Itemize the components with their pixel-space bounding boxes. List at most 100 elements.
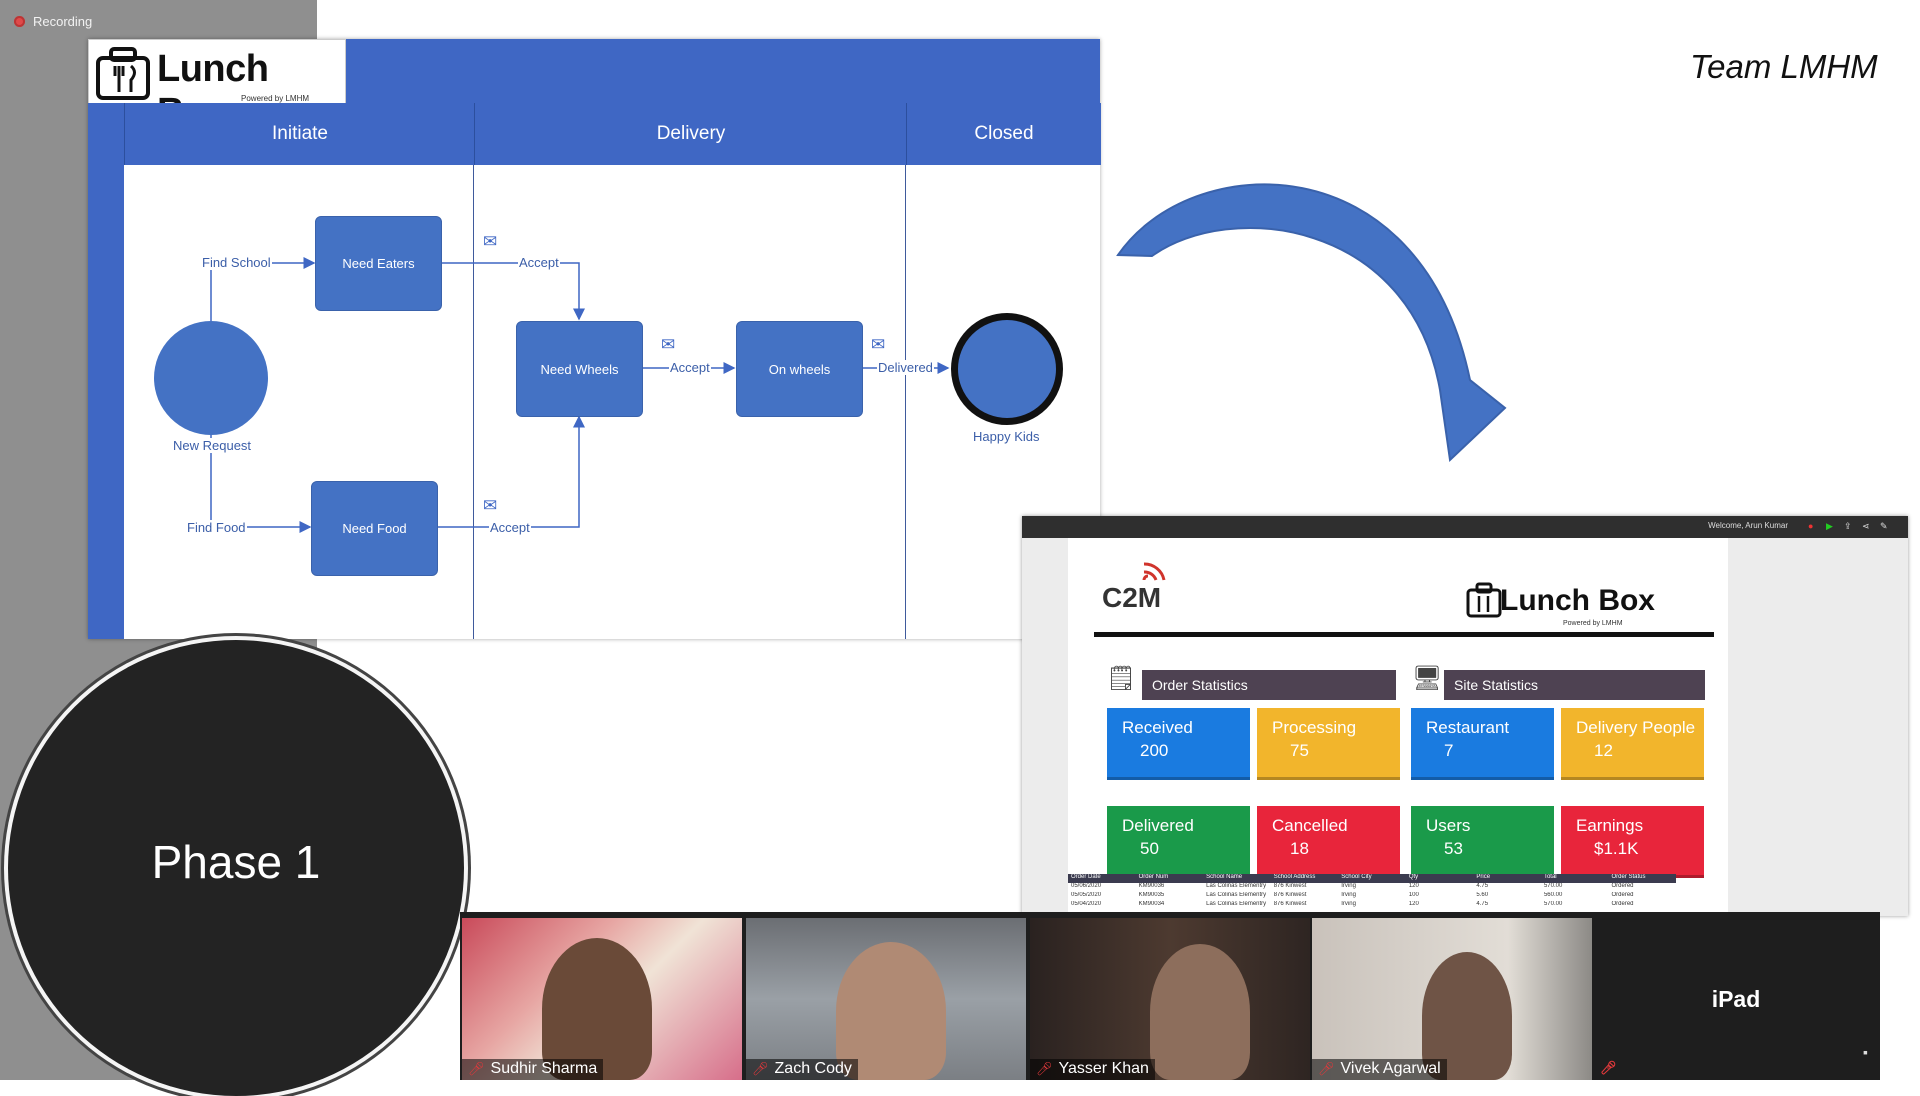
- participant-name-tag: 🎤︎ Zach Cody: [746, 1059, 858, 1080]
- start-event-circle: [154, 321, 268, 435]
- table-cell: 560.00: [1543, 892, 1563, 898]
- flow-label-accept-bottom: Accept: [489, 520, 531, 535]
- recording-label: Recording: [33, 14, 93, 29]
- flow-label-accept-mid: Accept: [669, 360, 711, 375]
- column-header[interactable]: Qty: [1408, 874, 1419, 880]
- recording-dot-icon: [14, 16, 25, 27]
- tile-value: 12: [1594, 741, 1613, 760]
- column-header[interactable]: School Address: [1273, 874, 1316, 880]
- table-cell: 05/05/2020: [1071, 892, 1102, 898]
- column-header[interactable]: Order Status: [1611, 874, 1646, 880]
- table-cell: 05/06/2020: [1071, 883, 1102, 889]
- tile-earnings[interactable]: Earnings$1.1K: [1561, 806, 1704, 878]
- share-icon[interactable]: ⋖: [1862, 521, 1870, 531]
- envelope-icon: ✉: [661, 335, 676, 354]
- envelope-icon: ✉: [483, 496, 498, 515]
- table-row[interactable]: 05/06/2020 KM90036 Las Colinas Elementry 87…: [1068, 883, 1676, 892]
- participant-name: Vivek Agarwal: [1340, 1060, 1441, 1077]
- dashboard-page: C2M Lunch Box Powered by LMHM 🗒 Order St…: [1068, 538, 1728, 916]
- table-header-row: Order Date Order Num School Name School …: [1068, 874, 1676, 883]
- export-icon[interactable]: ⇪: [1844, 521, 1852, 531]
- column-header[interactable]: Total: [1543, 874, 1557, 880]
- tile-label: Processing: [1272, 718, 1357, 737]
- participant-tile[interactable]: 🎤︎ Sudhir Sharma: [462, 918, 742, 1080]
- mic-muted-icon: 🎤︎: [468, 1061, 485, 1076]
- tile-label: Cancelled: [1272, 816, 1348, 835]
- table-cell: 570.00: [1543, 901, 1563, 907]
- column-header[interactable]: Order Num: [1138, 874, 1169, 880]
- column-header[interactable]: School Name: [1206, 874, 1243, 880]
- participant-tile[interactable]: 🎤︎ Vivek Agarwal: [1312, 918, 1592, 1080]
- end-event-label: Happy Kids: [972, 429, 1041, 444]
- tile-label: Earnings: [1576, 816, 1644, 835]
- diagram-logo: Lunch Box Powered by LMHM: [88, 39, 346, 133]
- flow-label-delivered: Delivered: [877, 360, 934, 375]
- table-cell: 100: [1408, 892, 1419, 898]
- mic-muted-icon: 🎤︎: [1036, 1061, 1053, 1076]
- lane-header-initiate: Initiate: [124, 103, 475, 165]
- flow-label-find-school: Find School: [201, 255, 272, 270]
- column-header[interactable]: Price: [1476, 874, 1491, 880]
- site-statistics-header: Site Statistics: [1444, 670, 1705, 700]
- table-cell: 876 Kinwest: [1273, 883, 1307, 889]
- tile-value: 18: [1290, 839, 1309, 858]
- tile-value: 75: [1290, 741, 1309, 760]
- table-cell: KM90034: [1138, 901, 1165, 907]
- participant-name-tag: 🎤︎ Sudhir Sharma: [462, 1059, 604, 1080]
- start-event-label: New Request: [172, 438, 253, 453]
- participant-avatar: [542, 938, 652, 1080]
- mic-muted-icon: 🎤︎: [752, 1061, 769, 1076]
- table-cell: 5.60: [1476, 892, 1489, 898]
- tile-processing[interactable]: Processing 75: [1257, 708, 1400, 780]
- wifi-signal-icon: [1142, 562, 1166, 581]
- edit-icon[interactable]: ✎: [1880, 521, 1888, 531]
- envelope-icon: ✉: [483, 232, 498, 251]
- tile-delivery-people[interactable]: Delivery People 12: [1561, 708, 1704, 780]
- lane-divider: [905, 165, 906, 639]
- table-cell: 120: [1408, 883, 1419, 889]
- lane-side-bar: [88, 103, 124, 639]
- column-header[interactable]: Order Date: [1071, 874, 1101, 880]
- mic-muted-icon: 🎤︎: [1318, 1061, 1335, 1076]
- participant-name-tag: 🎤︎ Yasser Khan: [1030, 1059, 1155, 1080]
- participant-tile[interactable]: 🎤︎ Yasser Khan: [1030, 918, 1310, 1080]
- table-cell: Las Colinas Elementry: [1206, 901, 1267, 907]
- order-statistics-header: Order Statistics: [1142, 670, 1396, 700]
- dashboard-logo-title: Lunch Box: [1500, 584, 1655, 617]
- column-header[interactable]: School City: [1341, 874, 1372, 880]
- diagram-logo-subtitle: Powered by LMHM: [241, 94, 310, 103]
- table-cell: 120: [1408, 901, 1419, 907]
- flow-label-accept-top: Accept: [518, 255, 560, 270]
- process-on-wheels: On wheels: [736, 321, 863, 417]
- table-cell: 05/04/2020: [1071, 901, 1102, 907]
- play-icon[interactable]: ▶: [1826, 521, 1833, 531]
- table-cell: 876 Kinwest: [1273, 892, 1307, 898]
- mic-muted-icon: 🎤︎: [1600, 1060, 1617, 1075]
- participant-tile[interactable]: 🎤︎ Zach Cody: [746, 918, 1026, 1080]
- ipad-tile[interactable]: iPad 🎤︎: [1592, 918, 1880, 1080]
- table-cell: Las Colinas Elementry: [1206, 883, 1267, 889]
- tile-cancelled[interactable]: Cancelled 18: [1257, 806, 1400, 878]
- participant-name: Yasser Khan: [1058, 1060, 1149, 1077]
- end-event-circle: [951, 313, 1063, 425]
- tile-label: Delivery People: [1576, 718, 1696, 737]
- curved-arrow-icon: [1116, 183, 1507, 463]
- chat-icon[interactable]: ▪: [1863, 1044, 1868, 1060]
- phase-circle: [8, 640, 464, 1096]
- table-cell: Ordered: [1611, 883, 1634, 889]
- tile-value: 200: [1140, 741, 1169, 760]
- process-need-eaters: Need Eaters: [315, 216, 442, 311]
- tile-value: 53: [1444, 839, 1463, 858]
- table-cell: KM90036: [1138, 883, 1165, 889]
- order-stats-icon: 🗒: [1106, 665, 1137, 692]
- record-icon[interactable]: ●: [1808, 521, 1814, 531]
- table-cell: Irving: [1341, 892, 1356, 898]
- c2m-logo: C2M: [1102, 582, 1161, 614]
- dashboard-logo-subtitle: Powered by LMHM: [1563, 620, 1623, 627]
